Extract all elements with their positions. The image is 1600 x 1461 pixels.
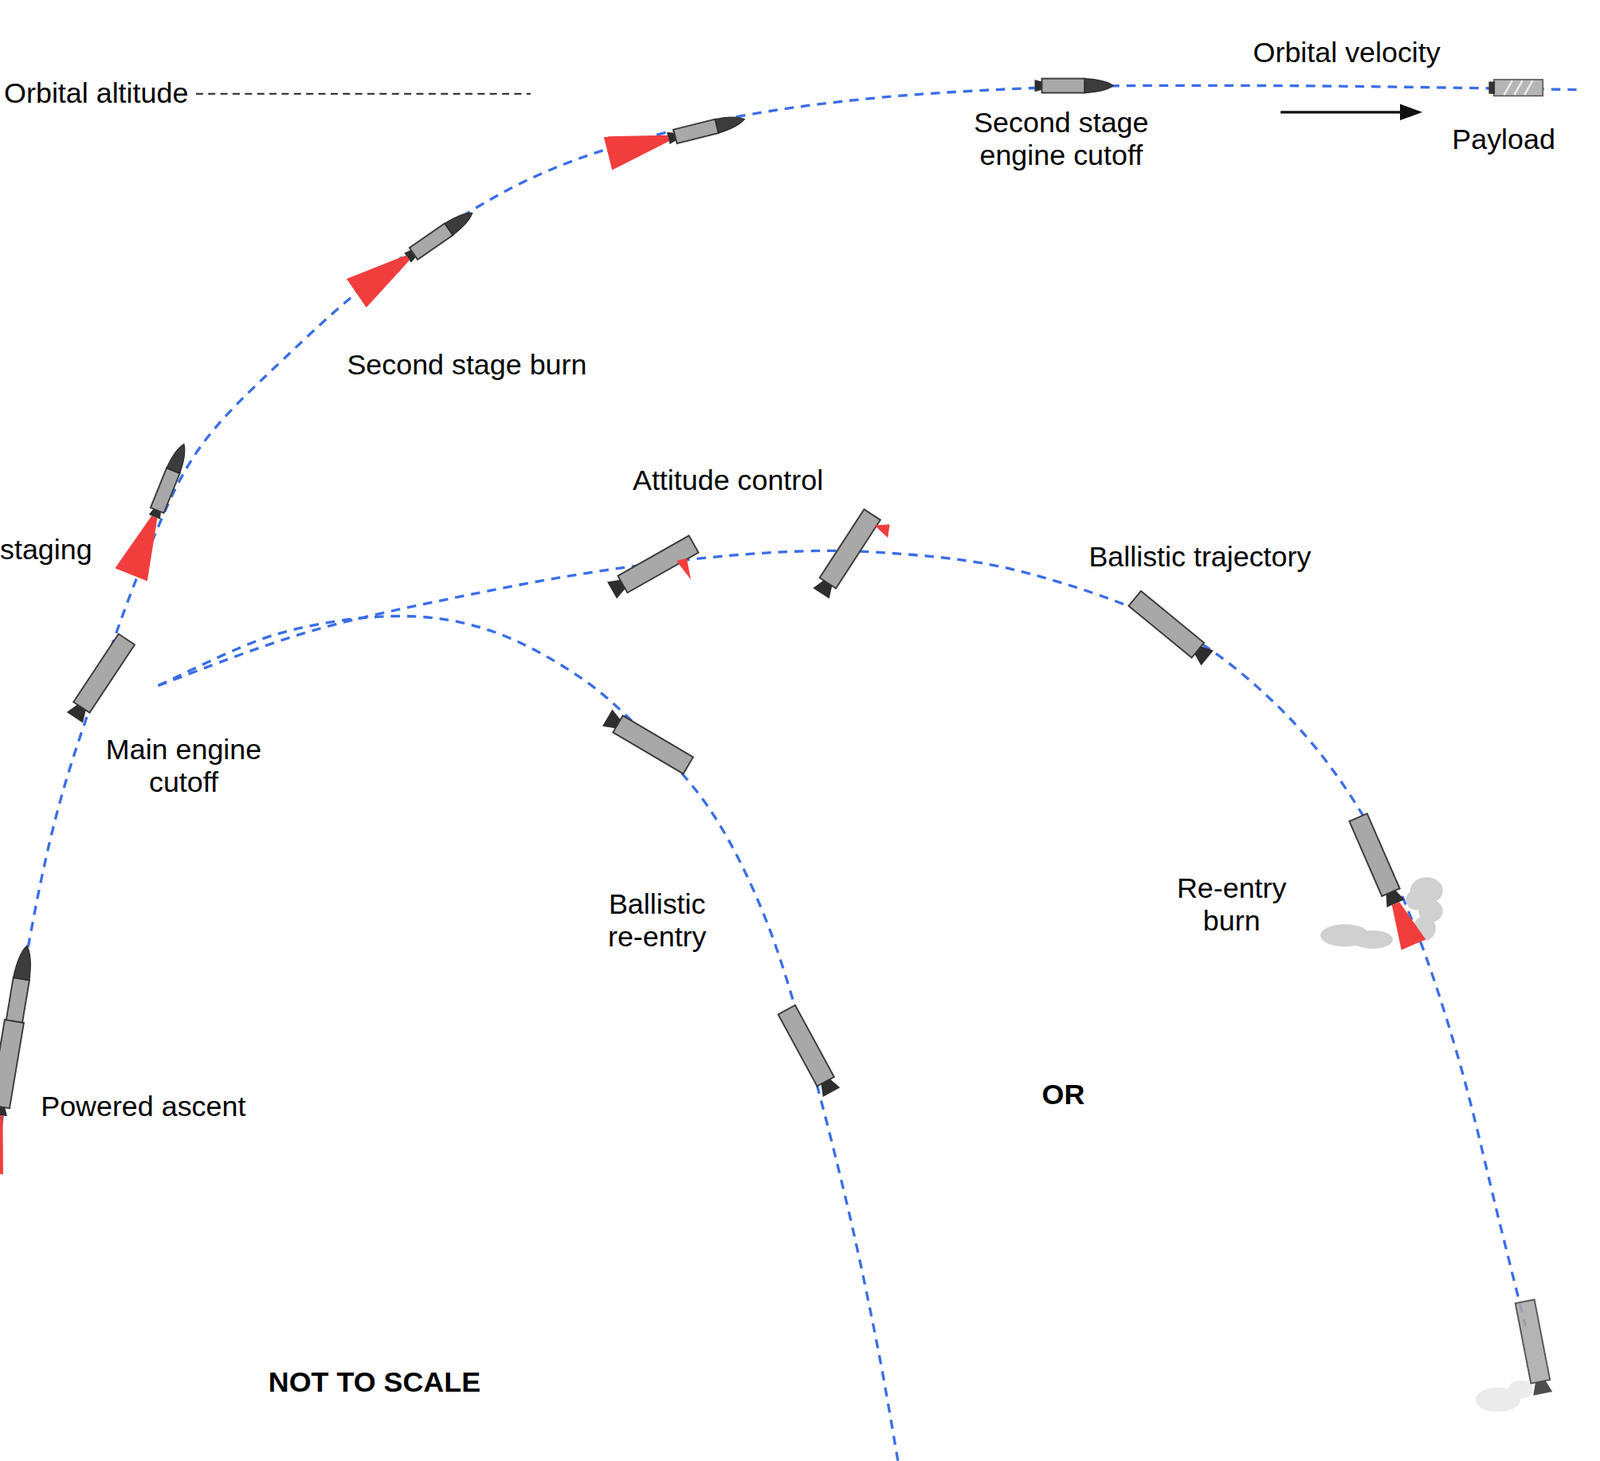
phase-label: Ballistic re-entry <box>595 888 720 954</box>
second-stage <box>346 199 483 308</box>
landing-blur <box>1475 1380 1534 1413</box>
phase-label: Attitude control <box>632 464 824 498</box>
second-stage <box>114 437 200 581</box>
attitude-thruster <box>874 524 890 538</box>
alternative-label: OR <box>1042 1078 1086 1112</box>
second-stage <box>1035 78 1114 94</box>
powered-return-trajectory <box>157 550 1526 1326</box>
altitude-label: Orbital altitude <box>3 77 189 110</box>
first-stage-booster <box>1128 591 1213 667</box>
event-label: Main engine cutoff <box>91 733 276 800</box>
ballistic-reentry-trajectory <box>157 615 898 1461</box>
first-stage-booster <box>812 509 881 599</box>
phase-label: Powered ascent <box>40 1090 246 1124</box>
velocity-label: Orbital velocity <box>1253 36 1441 70</box>
payload-label: Payload <box>1451 123 1556 157</box>
phase-label: Second stage burn <box>346 349 587 382</box>
ascent-trajectory <box>0 85 1582 1173</box>
first-stage-booster <box>607 535 699 599</box>
first-stage-booster <box>778 1005 841 1098</box>
payload-symbol <box>1488 79 1543 96</box>
event-label: staging <box>0 533 93 567</box>
first-stage-booster <box>602 709 694 775</box>
event-label: Second stage engine cutoff <box>959 106 1164 173</box>
launch-vehicle <box>0 943 41 1175</box>
first-stage-booster <box>66 634 135 724</box>
first-stage-booster <box>1345 812 1426 951</box>
phase-label: Ballistic trajectory <box>1088 541 1311 574</box>
phase-label: Re-entry burn <box>1169 872 1295 938</box>
velocity-arrow <box>1280 104 1423 121</box>
altitude-line <box>196 93 531 95</box>
attitude-thruster <box>676 557 691 580</box>
second-stage <box>603 102 750 171</box>
trajectories <box>0 85 1582 1461</box>
scale-note: NOT TO SCALE <box>268 1366 481 1400</box>
